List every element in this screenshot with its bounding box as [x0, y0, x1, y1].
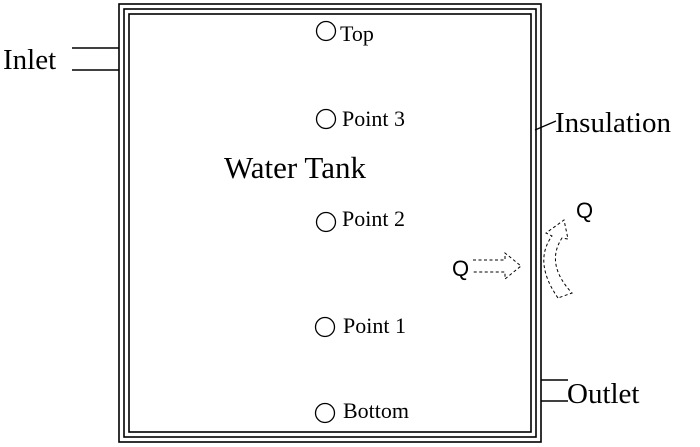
heat-loss-convection-label: Q — [576, 198, 593, 223]
insulation-leader-line — [534, 120, 557, 131]
sensor-point-1-label: Point 1 — [343, 313, 406, 338]
water-tank-label: Water Tank — [224, 150, 366, 185]
sensor-bottom-marker — [314, 402, 336, 424]
heat-loss-curved-arrow-icon — [543, 219, 573, 299]
insulation-middle-wall — [123, 8, 537, 438]
sensor-point-3-marker — [315, 108, 337, 130]
sensor-point-2-marker — [315, 211, 337, 233]
sensor-top: Top — [315, 20, 374, 46]
sensor-top-label: Top — [340, 21, 374, 46]
heat-loss-straight-arrow-icon — [473, 251, 522, 281]
insulation-outer-wall — [118, 3, 542, 443]
inlet-label: Inlet — [3, 44, 56, 76]
outlet-pipe — [541, 379, 568, 402]
tank-inner-wall — [128, 13, 532, 433]
heat-loss-conduction-label: Q — [452, 256, 469, 281]
outlet-label: Outlet — [567, 378, 640, 410]
insulation-label: Insulation — [555, 107, 671, 139]
sensor-point-2-label: Point 2 — [342, 206, 405, 231]
inlet-pipe — [72, 47, 119, 71]
sensor-top-marker — [315, 20, 337, 42]
sensor-point-1-marker — [314, 316, 336, 338]
sensor-bottom: Bottom — [314, 398, 409, 424]
sensor-point-3-label: Point 3 — [342, 106, 405, 131]
sensor-point-1: Point 1 — [314, 313, 406, 338]
tank-walls — [118, 3, 542, 443]
sensor-point-3: Point 3 — [315, 106, 405, 131]
sensor-bottom-label: Bottom — [343, 398, 409, 423]
sensor-point-2: Point 2 — [315, 206, 405, 233]
